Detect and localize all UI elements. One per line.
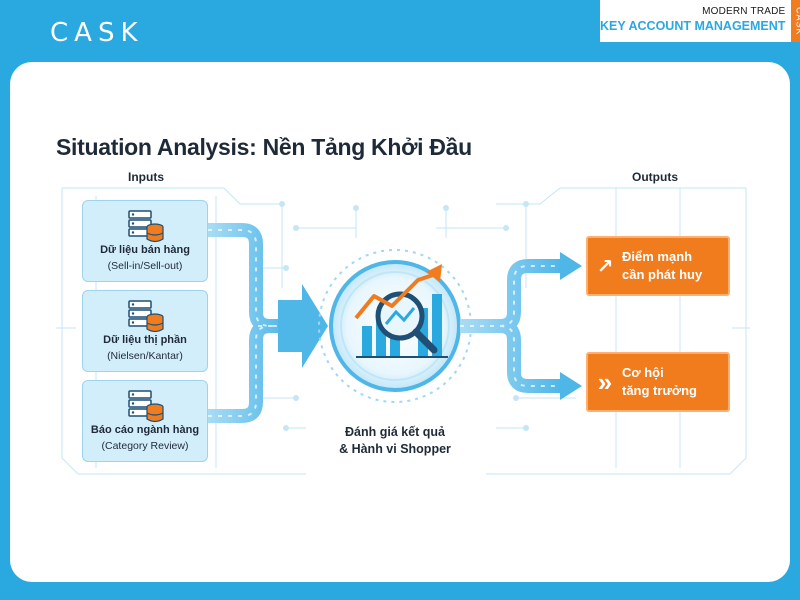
flow-graphics xyxy=(56,187,750,475)
badge-side-logo: CASK xyxy=(791,0,800,42)
input-flow-highlights xyxy=(208,229,288,417)
input-title: Dữ liệu bán hàng xyxy=(100,244,190,256)
chart-magnifier-icon xyxy=(354,264,448,358)
outputs-label: Outputs xyxy=(632,170,678,184)
database-server-icon xyxy=(128,300,164,333)
program-badge: MODERN TRADE KEY ACCOUNT MANAGEMENT CASK xyxy=(600,0,800,42)
input-subtitle: (Category Review) xyxy=(101,440,189,452)
output-line2: tăng trưởng xyxy=(622,383,697,398)
input-category-review: Báo cáo ngành hàng (Category Review) xyxy=(82,380,208,462)
input-title: Dữ liệu thị phần xyxy=(103,334,187,346)
center-label: Đánh giá kết quả & Hành vi Shopper xyxy=(310,424,480,458)
database-server-icon xyxy=(128,210,164,243)
situation-analysis-diagram: Inputs Outputs Dữ liệu bán hàng (Sell-in… xyxy=(56,168,750,488)
badge-subtitle: MODERN TRADE xyxy=(702,6,786,17)
output-flow-pipes xyxy=(460,259,562,393)
output-flow-highlights xyxy=(460,265,562,387)
input-sales-data: Dữ liệu bán hàng (Sell-in/Sell-out) xyxy=(82,200,208,282)
database-server-icon xyxy=(128,390,164,423)
badge-title: KEY ACCOUNT MANAGEMENT xyxy=(600,19,786,33)
inputs-label: Inputs xyxy=(128,170,164,184)
hub-inner-ring xyxy=(340,271,450,381)
page-title: Situation Analysis: Nền Tảng Khởi Đầu xyxy=(56,134,472,160)
output-line1: Cơ hội xyxy=(622,365,664,380)
output-arrow-bottom xyxy=(560,372,582,400)
input-title: Báo cáo ngành hàng xyxy=(90,424,200,436)
output-arrow-top xyxy=(560,252,582,280)
output-line2: cần phát huy xyxy=(622,267,703,282)
input-flow-pipes xyxy=(208,223,288,423)
input-subtitle: (Nielsen/Kantar) xyxy=(107,350,183,362)
trend-arrow-icon: ↗ xyxy=(596,255,614,278)
cask-logo: CASK xyxy=(50,18,144,48)
input-subtitle: (Sell-in/Sell-out) xyxy=(107,260,183,272)
center-label-line2: & Hành vi Shopper xyxy=(339,442,451,456)
center-label-line1: Đánh giá kết quả xyxy=(344,425,446,439)
double-chevron-icon: » xyxy=(597,366,613,397)
main-input-arrow xyxy=(278,284,328,368)
input-market-share-data: Dữ liệu thị phần (Nielsen/Kantar) xyxy=(82,290,208,372)
output-line1: Điểm mạnh xyxy=(622,249,693,264)
output-growth-opportunities: » Cơ hội tăng trưởng xyxy=(586,352,730,412)
output-strengths: ↗ Điểm mạnh cần phát huy xyxy=(586,236,730,296)
